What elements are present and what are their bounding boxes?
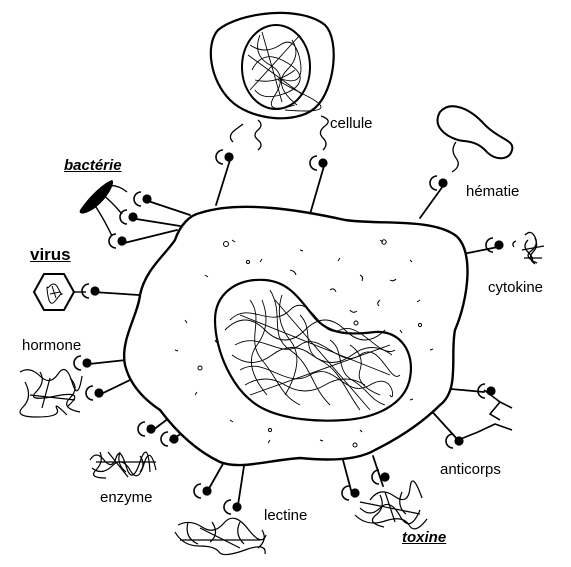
hormone-shape: [20, 370, 82, 418]
label-lectine: lectine: [264, 508, 307, 523]
bacterie-shape: [80, 180, 127, 236]
label-virus: virus: [30, 246, 71, 263]
label-hematie: hématie: [466, 184, 519, 199]
label-anticorps: anticorps: [440, 462, 501, 477]
cellule-cell: [211, 13, 334, 150]
label-cellule: cellule: [330, 116, 373, 131]
lectine-shape: [175, 518, 266, 554]
label-bacterie: bactérie: [64, 158, 122, 173]
label-toxine: toxine: [402, 530, 446, 545]
hematie-shape: [438, 106, 513, 158]
label-hormone: hormone: [22, 338, 81, 353]
virus-shape: [34, 274, 86, 310]
label-enzyme: enzyme: [100, 490, 153, 505]
label-cytokine: cytokine: [488, 280, 543, 295]
toxine-shape: [355, 481, 427, 529]
enzyme-shape: [90, 452, 156, 478]
cytokine-shape: [513, 232, 544, 264]
